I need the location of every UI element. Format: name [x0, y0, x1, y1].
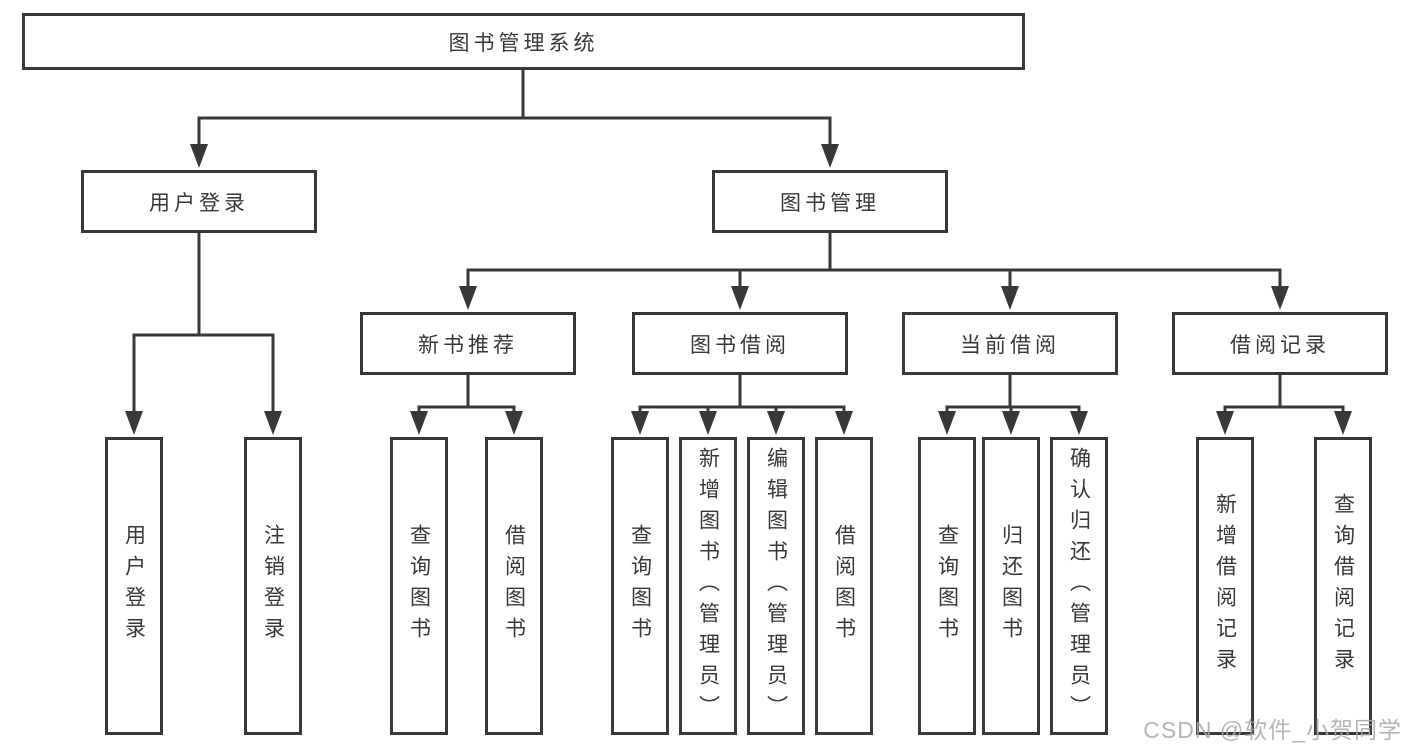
node-label: 查询图书 [628, 524, 652, 648]
node-label: 注销登录 [261, 524, 285, 648]
node-label: 当前借阅 [960, 333, 1060, 357]
arrowheads [125, 144, 1352, 435]
node-label: 图书管理 [780, 191, 880, 215]
leaf-query-books: 查询图书 [390, 437, 448, 735]
csdn-watermark: CSDN @软件_小贺同学 [1143, 717, 1402, 743]
leaf-query-books-3: 查询图书 [918, 437, 976, 735]
node-label: 确认归还（管理员） [1067, 446, 1091, 726]
node-current-borrow: 当前借阅 [902, 312, 1118, 375]
node-label: 归还图书 [999, 524, 1023, 648]
node-user-login: 用户登录 [81, 170, 317, 233]
leaf-query-books-2: 查询图书 [611, 437, 669, 735]
node-label: 借阅图书 [502, 524, 526, 648]
node-label: 查询图书 [935, 524, 959, 648]
node-label: 用户登录 [149, 191, 249, 215]
leaf-return-books: 归还图书 [982, 437, 1040, 735]
node-label: 新增图书（管理员） [696, 446, 720, 726]
node-new-book-recommend: 新书推荐 [360, 312, 576, 375]
leaf-borrow-books: 借阅图书 [485, 437, 543, 735]
node-label: 图书借阅 [690, 333, 790, 357]
leaf-logout-login: 注销登录 [244, 437, 302, 735]
leaf-query-borrow-record: 查询借阅记录 [1314, 437, 1372, 735]
node-borrow-records: 借阅记录 [1172, 312, 1388, 375]
node-label: 查询图书 [407, 524, 431, 648]
leaf-add-books-admin: 新增图书（管理员） [679, 437, 737, 735]
node-label: 编辑图书（管理员） [764, 446, 788, 726]
node-label: 新书推荐 [418, 333, 518, 357]
node-book-management: 图书管理 [712, 170, 948, 233]
node-library-management-system: 图书管理系统 [22, 13, 1025, 70]
node-label: 查询借阅记录 [1331, 493, 1355, 679]
leaf-add-borrow-record: 新增借阅记录 [1196, 437, 1254, 735]
leaf-confirm-return-admin: 确认归还（管理员） [1050, 437, 1108, 735]
node-book-borrow: 图书借阅 [632, 312, 848, 375]
node-label: 用户登录 [122, 524, 146, 648]
node-label: 借阅记录 [1230, 333, 1330, 357]
node-label: 图书管理系统 [448, 31, 599, 55]
leaf-edit-books-admin: 编辑图书（管理员） [747, 437, 805, 735]
leaf-borrow-books-2: 借阅图书 [815, 437, 873, 735]
node-label: 借阅图书 [832, 524, 856, 648]
leaf-user-login: 用户登录 [105, 437, 163, 735]
node-label: 新增借阅记录 [1213, 493, 1237, 679]
